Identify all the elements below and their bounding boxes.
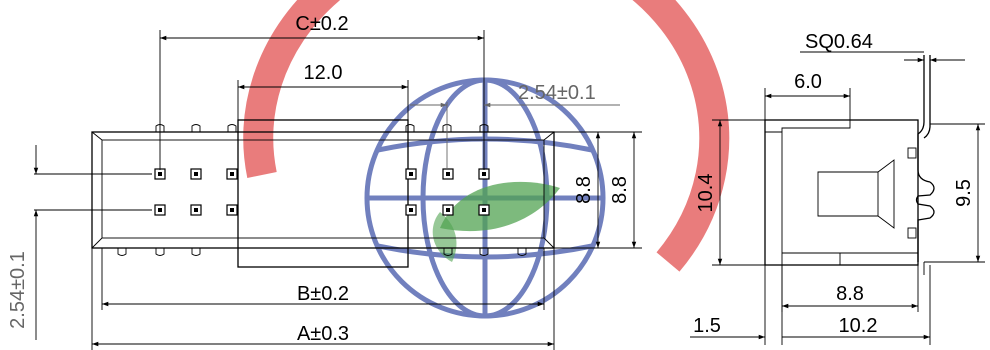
dim-pitch-left-label: 2.54±0.1 xyxy=(7,251,29,329)
dim-102-label: 10.2 xyxy=(839,315,878,337)
dim-104: 10.4 xyxy=(695,119,765,266)
watermark-leaf-icon xyxy=(440,181,560,232)
dim-15-label: 1.5 xyxy=(693,315,721,337)
dim-60-label: 6.0 xyxy=(794,71,822,93)
dim-88-side: 8.8 xyxy=(781,265,919,312)
side-body xyxy=(764,119,919,266)
dim-c-label: C±0.2 xyxy=(295,13,348,35)
dim-pitch-top: 2.54±0.1 xyxy=(410,82,620,170)
pin-row-1 xyxy=(154,168,490,180)
housing-inner xyxy=(101,139,545,239)
watermark-ring xyxy=(243,0,730,272)
dim-pitch-top-label: 2.54±0.1 xyxy=(518,82,596,104)
dim-95: 9.5 xyxy=(924,123,985,263)
side-latch xyxy=(817,159,895,229)
watermark-leaf-small-icon xyxy=(432,212,457,262)
side-view: SQ0.64 6.0 10.4 9.5 8.8 xyxy=(690,31,985,345)
dim-88-side-label: 8.8 xyxy=(836,283,864,305)
center-block xyxy=(237,119,409,268)
dim-sq-label: SQ0.64 xyxy=(805,31,873,53)
front-view: C±0.2 12.0 2.54±0.1 8.8 8.8 xyxy=(7,13,642,350)
pin-row-2 xyxy=(154,204,490,216)
dim-104-label: 10.4 xyxy=(695,174,717,213)
dim-c: C±0.2 xyxy=(159,13,485,170)
dim-b-label: B±0.2 xyxy=(297,283,349,305)
dim-pitch-left: 2.54±0.1 xyxy=(7,145,152,340)
dim-102: 10.2 1.5 xyxy=(690,265,931,345)
dim-88-b: 8.8 xyxy=(606,131,642,249)
dim-60: 6.0 xyxy=(764,71,851,120)
dim-12: 12.0 xyxy=(237,62,409,120)
dim-a-label: A±0.3 xyxy=(297,323,349,345)
side-pin xyxy=(915,55,935,262)
dim-88-a: 8.8 xyxy=(554,131,606,249)
dim-88-a-label: 8.8 xyxy=(573,176,595,204)
dim-b: B±0.2 xyxy=(101,248,545,310)
dim-sq: SQ0.64 xyxy=(800,31,965,63)
dim-95-label: 9.5 xyxy=(953,179,975,207)
pin-bottoms xyxy=(117,248,527,256)
housing-outer xyxy=(91,131,555,249)
dim-a: A±0.3 xyxy=(91,248,555,350)
watermark-logo xyxy=(243,0,730,319)
dim-12-label: 12.0 xyxy=(304,62,343,84)
dim-88-b-label: 8.8 xyxy=(609,176,631,204)
